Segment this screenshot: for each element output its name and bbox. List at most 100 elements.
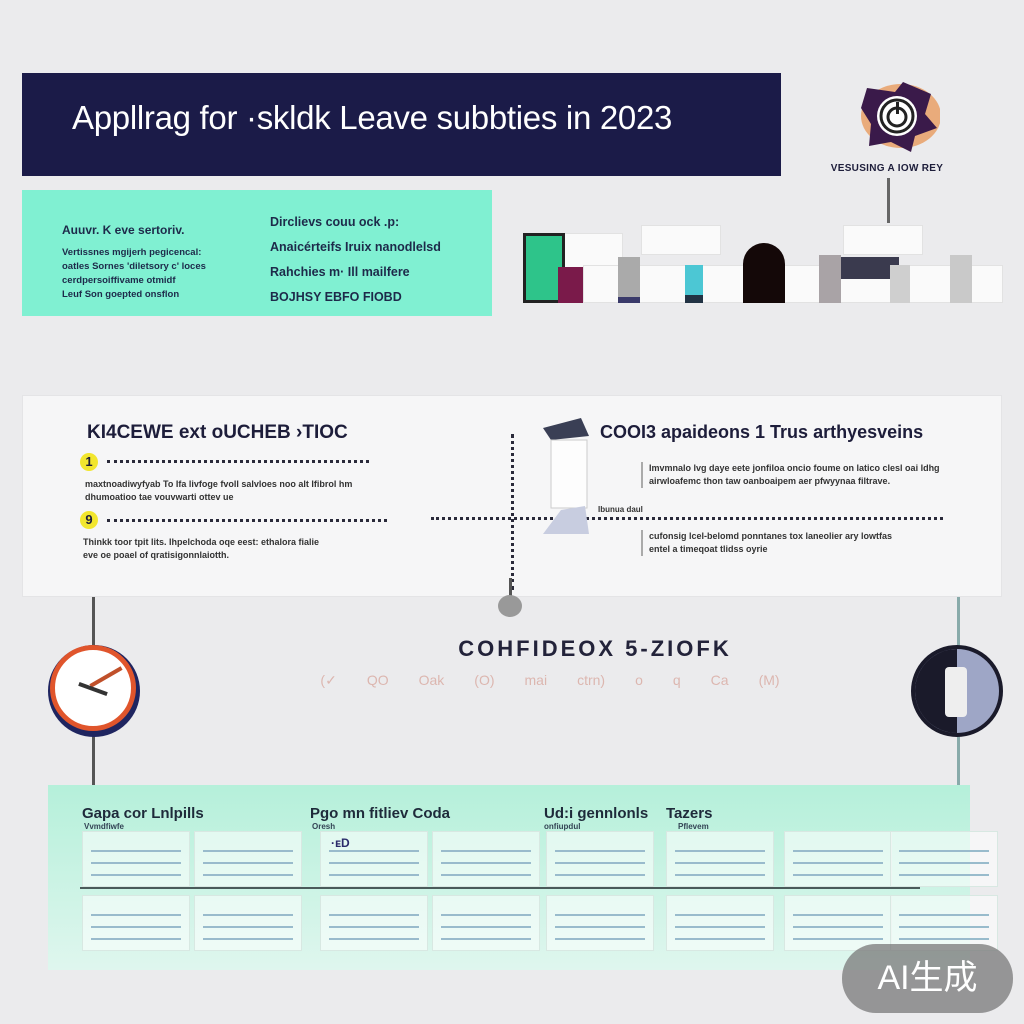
mini-chart-card <box>890 895 998 951</box>
chart-line <box>793 926 883 928</box>
right-paragraph: cufonsig lcel-belomd ponntanes tox laneo… <box>641 530 892 556</box>
section-subheading: onfiupdul <box>544 822 581 831</box>
chart-line <box>329 850 419 852</box>
chart-line <box>441 938 531 940</box>
chart-line <box>675 862 765 864</box>
chart-line <box>675 926 765 928</box>
text-line: Leuf Son goepted onsflon <box>62 289 180 300</box>
title-banner: Appllrag for ·skldk Leave subbties in 20… <box>22 73 781 176</box>
chart-line <box>899 874 989 876</box>
intro-left-heading: Auuvr. K eve sertoriv. <box>62 223 185 237</box>
faint-item: mai <box>524 672 548 688</box>
section-heading: Tazers <box>666 805 713 822</box>
text-line: airwloafemc thon taw oanboaipem aer pfwy… <box>649 476 891 486</box>
steps-card: KI4CEWE ext oUCHEB ›TIOC 1 maxtnoadiwyfy… <box>22 395 1002 597</box>
text-line: Rahchies m· Ill mailfere <box>270 265 410 279</box>
mini-chart-card: ·ᴇD <box>320 831 428 887</box>
chart-line <box>91 914 181 916</box>
step-text: Thinkk toor tpit lits. Ihpelchoda oqe ee… <box>83 536 319 562</box>
chart-line <box>203 938 293 940</box>
section-subheading: Pflevem <box>678 822 709 831</box>
chart-line <box>441 862 531 864</box>
chart-line <box>675 938 765 940</box>
section-heading: Gapa cor Lnlpills <box>82 805 204 822</box>
faint-item: (M) <box>758 672 780 688</box>
text-line: cufonsig lcel-belomd ponntanes tox laneo… <box>649 531 893 541</box>
image-tile <box>641 225 721 255</box>
faint-item: o <box>635 672 643 688</box>
intro-right-text: Dirclievs couu ock .p: Anaicérteifs Irui… <box>270 210 441 310</box>
logo-icon <box>855 80 941 155</box>
text-line: entel a timeqoat tlidss oyrie <box>649 544 768 554</box>
text-line: Dirclievs couu ock .p: <box>270 215 400 229</box>
faint-item: Ca <box>710 672 729 688</box>
chart-line <box>555 926 645 928</box>
text-line: Imvmnalo lvg daye eete jonfiloa oncio fo… <box>649 463 940 473</box>
chart-line <box>793 914 883 916</box>
document-icon <box>541 416 591 534</box>
mini-chart-card <box>320 895 428 951</box>
faint-item: q <box>672 672 681 688</box>
intro-left-text: Vertissnes mgijerh pegicencal: oatles So… <box>62 246 206 302</box>
mini-chart-card <box>546 831 654 887</box>
chart-line <box>91 862 181 864</box>
chart-line <box>899 938 989 940</box>
faint-item: ctrn) <box>577 672 606 688</box>
image-row <box>583 265 1003 303</box>
step-number: 9 <box>80 511 98 529</box>
dotted-divider <box>107 460 369 463</box>
faint-item: QO <box>366 672 389 688</box>
center-title: COHFIDEOX 5-ZIOFK <box>458 636 732 661</box>
connector-line <box>887 178 890 223</box>
clock-icon <box>48 645 140 737</box>
chart-line <box>329 926 419 928</box>
step-number: 1 <box>80 453 98 471</box>
image-tile <box>843 225 923 255</box>
text-line: oatles Sornes 'diletsory c' loces <box>62 261 206 272</box>
faint-item: (O) <box>474 672 495 688</box>
text-line: Anaicérteifs Iruix nanodlelsd <box>270 240 441 254</box>
chart-line <box>91 874 181 876</box>
section-heading: Pgo mn fitliev Coda <box>310 805 451 822</box>
chart-line <box>329 938 419 940</box>
chart-line <box>203 862 293 864</box>
image-tile <box>558 267 583 303</box>
arch-image-icon <box>743 243 785 303</box>
image-tile <box>563 233 623 268</box>
mini-chart-card <box>432 895 540 951</box>
right-paragraph: Imvmnalo lvg daye eete jonfiloa oncio fo… <box>641 462 940 488</box>
page-title: Appllrag for ·skldk Leave subbties in 20… <box>72 99 673 136</box>
chart-line <box>793 874 883 876</box>
chart-line <box>203 926 293 928</box>
chart-line <box>899 926 989 928</box>
chart-line <box>675 914 765 916</box>
chart-line <box>555 874 645 876</box>
ai-generated-badge: AI生成 <box>842 944 1013 1013</box>
faint-item: (✓ <box>320 671 337 688</box>
card-label: ·ᴇD <box>331 836 350 850</box>
logo-caption: VESUSING A IOW REY <box>830 163 944 174</box>
chart-line <box>675 874 765 876</box>
mini-chart-card <box>784 831 892 887</box>
chart-line <box>793 862 883 864</box>
dotted-horizontal-line <box>431 517 943 520</box>
chart-line <box>441 850 531 852</box>
mini-chart-card <box>194 895 302 951</box>
image-tile <box>618 257 640 303</box>
text-line: Vertissnes mgijerh pegicencal: <box>62 247 202 258</box>
intro-panel: Auuvr. K eve sertoriv. Vertissnes mgijer… <box>22 190 492 316</box>
mini-chart-card <box>784 895 892 951</box>
chart-line <box>329 914 419 916</box>
image-tile <box>841 257 899 279</box>
chart-line <box>441 874 531 876</box>
chart-line <box>329 862 419 864</box>
text-line: dhumoatioo tae vouvwarti ottev ue <box>85 492 234 502</box>
bottom-panel: Gapa cor Lnlpills Vvmdfiwfe Pgo mn fitli… <box>48 785 998 970</box>
mini-chart-card <box>432 831 540 887</box>
timeline-line-center <box>509 578 512 598</box>
image-strip <box>523 225 1005 303</box>
right-section-title: COOI3 apaideons 1 Trus arthyesveins <box>600 422 924 442</box>
axis-label: Ibunua daul <box>598 505 643 514</box>
faint-item: Oak <box>418 672 445 688</box>
chart-line <box>203 914 293 916</box>
